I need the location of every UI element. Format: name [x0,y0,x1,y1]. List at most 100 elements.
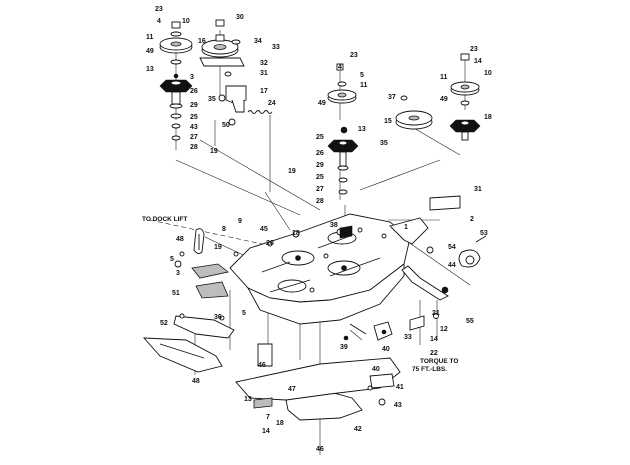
callout-label: 29 [190,102,198,109]
callout-label: 7 [266,414,270,421]
callout-label: 16 [198,38,206,45]
callout-label: 19 [288,168,296,175]
right-spindle-assembly [449,53,481,141]
callout-label: 28 [316,198,324,205]
callout-label: 51 [172,290,180,297]
callout-label: 11 [360,82,368,89]
callout-label: 14 [474,58,482,65]
callout-label: 21 [432,310,440,317]
center-spindle-assembly [327,63,359,195]
callout-label: 5 [242,310,246,317]
callout-label: 49 [146,48,154,55]
callout-label: 38 [330,222,338,229]
callout-label: 11 [146,34,154,41]
callout-label: 27 [316,186,324,193]
callout-label: 18 [484,114,492,121]
callout-label: 50 [222,122,230,129]
callout-label: 8 [222,226,226,233]
callout-label: 10 [484,70,492,77]
right-free-pulley [395,95,433,130]
callout-label: 33 [272,44,280,51]
idler-bracket-assembly [199,19,273,126]
callout-label: 18 [292,230,300,237]
callout-label: 41 [396,384,404,391]
callout-label: 19 [214,244,222,251]
callout-label: 14 [262,428,270,435]
callout-label: 3 [190,74,194,81]
callout-label: 28 [190,144,198,151]
callout-label: 24 [268,100,276,107]
callout-label: 9 [238,218,242,225]
callout-label: 23 [155,6,163,13]
callout-label: 22 [430,350,438,357]
torque-note-line1: TORQUE TO [420,358,459,365]
callout-label: 53 [480,230,488,237]
callout-label: 18 [276,420,284,427]
callout-label: 5 [360,72,364,79]
callout-label: 49 [318,100,326,107]
callout-label: 31 [474,186,482,193]
callout-label: 35 [380,140,388,147]
callout-label: 12 [440,326,448,333]
deck-brackets [257,195,487,367]
deck-housing [229,213,429,325]
callout-label: 20 [266,240,274,247]
callout-label: 17 [260,88,268,95]
torque-note-line2: 75 FT.-LBS. [412,366,448,373]
callout-label: 40 [372,366,380,373]
callout-label: 45 [260,226,268,233]
callout-label: 4 [338,64,342,71]
callout-label: 34 [254,38,262,45]
callout-label: 29 [316,162,324,169]
small-hardware [179,230,439,341]
callout-label: 43 [394,402,402,409]
callout-label: 33 [404,334,412,341]
callout-label: 13 [146,66,154,73]
callout-label: 14 [430,336,438,343]
callout-label: 48 [192,378,200,385]
to-deck-lift-note: TO DOCK LIFT [142,216,188,223]
left-side-parts [142,228,235,373]
callout-label: 52 [160,320,168,327]
callout-label: 23 [470,46,478,53]
callout-label: 26 [190,88,198,95]
callout-label: 32 [260,60,268,67]
left-spindle-assembly [159,21,193,141]
discharge-shield [235,357,401,421]
callout-label: 25 [316,174,324,181]
callout-label: 3 [176,270,180,277]
callout-label: 40 [382,346,390,353]
callout-label: 46 [258,362,266,369]
callout-label: 37 [388,94,396,101]
callout-label: 30 [236,14,244,21]
callout-label: 1 [404,224,408,231]
callout-label: 35 [208,96,216,103]
callout-label: 55 [466,318,474,325]
callout-label: 25 [316,134,324,141]
callout-label: 47 [288,386,296,393]
callout-label: 2 [470,216,474,223]
callout-label: 5 [170,256,174,263]
callout-label: 19 [210,148,218,155]
callout-label: 48 [176,236,184,243]
callout-label: 13 [358,126,366,133]
callout-label: 44 [448,262,456,269]
callout-label: 36 [214,314,222,321]
callout-label: 4 [157,18,161,25]
callout-label: 11 [440,74,448,81]
callout-label: 13 [244,396,252,403]
callout-label: 39 [340,344,348,351]
callout-label: 46 [316,446,324,453]
callout-label: 27 [190,134,198,141]
callout-label: 42 [354,426,362,433]
callout-label: 23 [350,52,358,59]
callout-label: 49 [440,96,448,103]
callout-label: 31 [260,70,268,77]
callout-label: 10 [182,18,190,25]
callout-label: 25 [190,114,198,121]
callout-label: 15 [384,118,392,125]
callout-label: 54 [448,244,456,251]
callout-label: 26 [316,150,324,157]
